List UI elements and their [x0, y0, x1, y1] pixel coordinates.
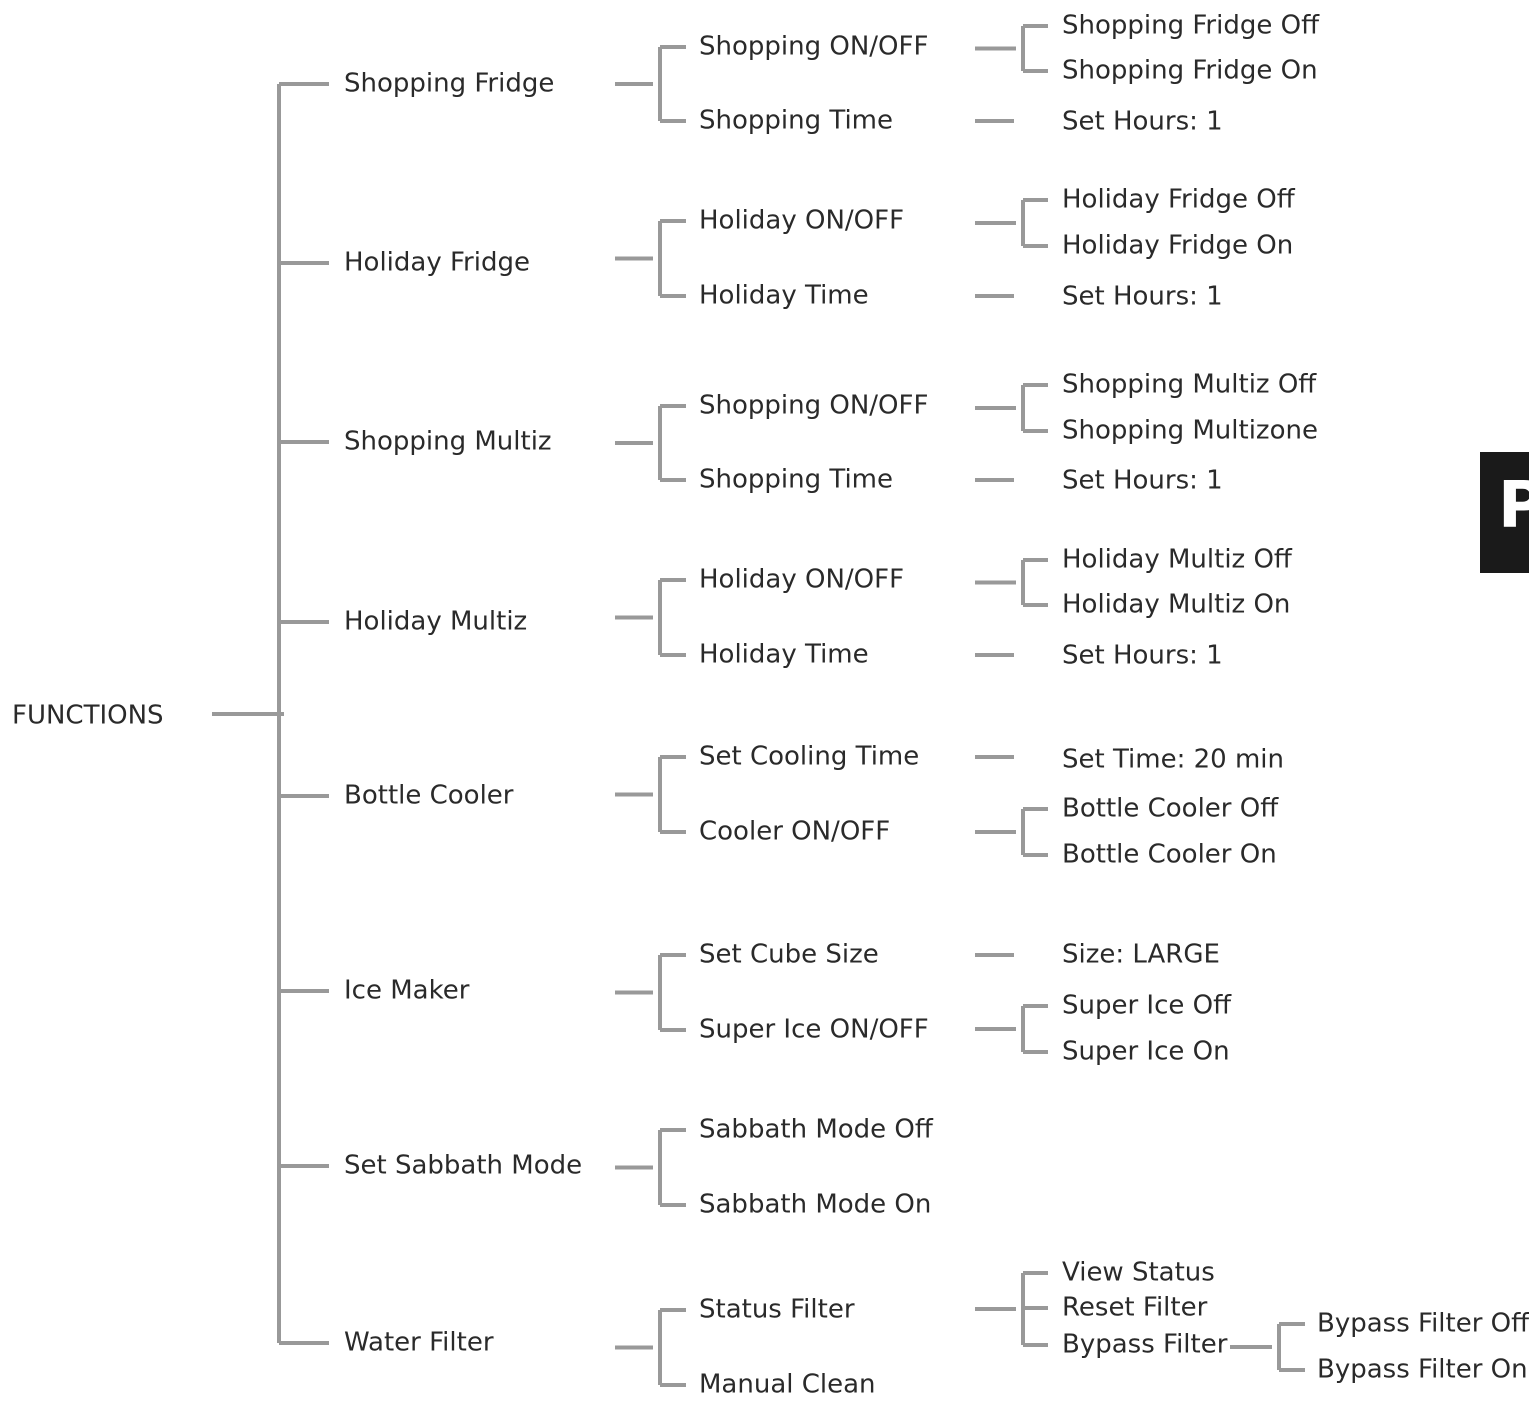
option-shopping-fridge-on: Shopping Fridge On [1062, 56, 1318, 86]
option-holiday-multiz-off: Holiday Multiz Off [1062, 545, 1293, 575]
menu-item-water-filter: Water Filter [344, 1328, 494, 1358]
submenu-item-set-cube-size: Set Cube Size [699, 940, 879, 970]
submenu-item-holiday-on-off: Holiday ON/OFF [699, 206, 904, 236]
menu-item-ice-maker: Ice Maker [344, 976, 470, 1006]
submenu-item-holiday-time: Holiday Time [699, 281, 869, 311]
section-tab: P [1480, 452, 1529, 573]
option-holiday-fridge-on: Holiday Fridge On [1062, 231, 1293, 261]
submenu-item-shopping-on-off: Shopping ON/OFF [699, 391, 928, 421]
submenu-item-shopping-time: Shopping Time [699, 465, 893, 495]
option-size-large: Size: LARGE [1062, 940, 1220, 970]
submenu-item-status-filter: Status Filter [699, 1295, 855, 1325]
option-bottle-cooler-off: Bottle Cooler Off [1062, 794, 1279, 824]
option-view-status: View Status [1062, 1258, 1215, 1288]
submenu-item-shopping-time: Shopping Time [699, 106, 893, 136]
submenu-item-sabbath-mode-on: Sabbath Mode On [699, 1190, 931, 1220]
submenu-item-set-cooling-time: Set Cooling Time [699, 742, 919, 772]
menu-item-bottle-cooler: Bottle Cooler [344, 781, 514, 811]
option-holiday-fridge-off: Holiday Fridge Off [1062, 185, 1296, 215]
submenu-item-manual-clean: Manual Clean [699, 1370, 876, 1400]
submenu-item-super-ice-on-off: Super Ice ON/OFF [699, 1015, 929, 1045]
submenu-item-holiday-on-off: Holiday ON/OFF [699, 565, 904, 595]
option-set-hours-1: Set Hours: 1 [1062, 282, 1223, 312]
option-set-hours-1: Set Hours: 1 [1062, 107, 1223, 137]
menu-item-holiday-fridge: Holiday Fridge [344, 248, 530, 278]
option-set-time-20-min: Set Time: 20 min [1062, 745, 1284, 775]
submenu-item-shopping-on-off: Shopping ON/OFF [699, 32, 928, 62]
submenu-item-cooler-on-off: Cooler ON/OFF [699, 817, 890, 847]
suboption-bypass-filter-off: Bypass Filter Off [1317, 1309, 1529, 1339]
option-super-ice-on: Super Ice On [1062, 1037, 1230, 1067]
option-shopping-multizone: Shopping Multizone [1062, 416, 1318, 446]
menu-item-set-sabbath-mode: Set Sabbath Mode [344, 1151, 582, 1181]
option-super-ice-off: Super Ice Off [1062, 991, 1232, 1021]
menu-item-holiday-multiz: Holiday Multiz [344, 607, 527, 637]
option-set-hours-1: Set Hours: 1 [1062, 641, 1223, 671]
option-shopping-multiz-off: Shopping Multiz Off [1062, 370, 1317, 400]
section-tab-letter: P [1498, 469, 1529, 543]
suboption-bypass-filter-on: Bypass Filter On [1317, 1355, 1528, 1385]
menu-item-shopping-multiz: Shopping Multiz [344, 427, 552, 457]
option-bottle-cooler-on: Bottle Cooler On [1062, 840, 1277, 870]
submenu-item-sabbath-mode-off: Sabbath Mode Off [699, 1115, 934, 1145]
menu-item-shopping-fridge: Shopping Fridge [344, 69, 554, 99]
option-reset-filter: Reset Filter [1062, 1293, 1208, 1323]
option-shopping-fridge-off: Shopping Fridge Off [1062, 11, 1320, 41]
submenu-item-holiday-time: Holiday Time [699, 640, 869, 670]
option-holiday-multiz-on: Holiday Multiz On [1062, 590, 1290, 620]
root-label: FUNCTIONS [12, 701, 164, 731]
option-set-hours-1: Set Hours: 1 [1062, 466, 1223, 496]
option-bypass-filter: Bypass Filter [1062, 1330, 1228, 1360]
